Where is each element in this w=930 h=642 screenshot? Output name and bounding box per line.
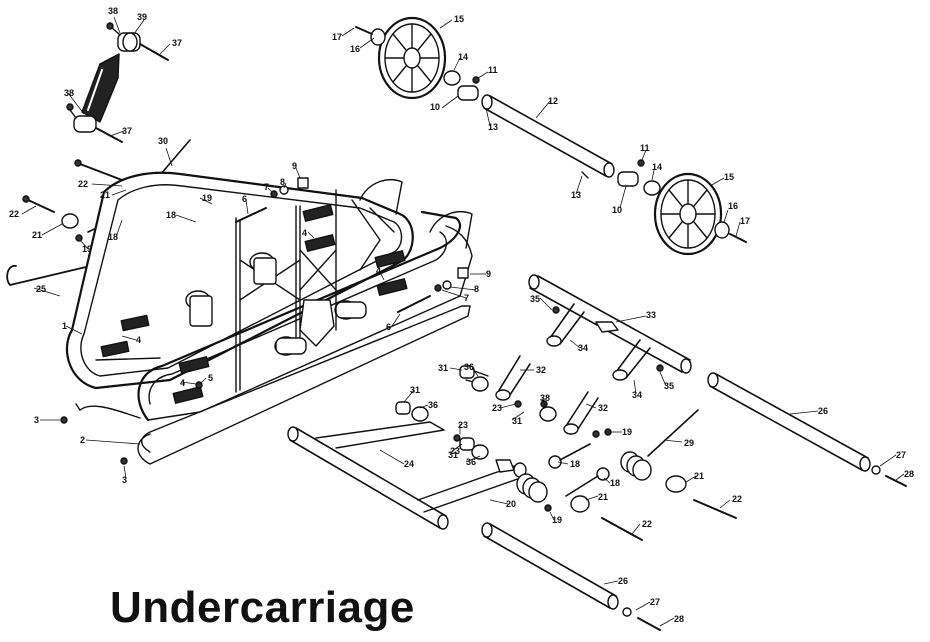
main-frame	[65, 171, 473, 422]
callout-4: 4	[302, 228, 307, 238]
right-spring-group	[516, 409, 737, 541]
callout-27: 27	[896, 450, 906, 460]
callout-22: 22	[9, 209, 19, 219]
callout-23: 23	[450, 446, 460, 456]
callout-16: 16	[728, 201, 738, 211]
front-arm	[287, 355, 599, 530]
callout-4: 4	[180, 378, 185, 388]
callout-28: 28	[904, 469, 914, 479]
callout-19: 19	[622, 427, 632, 437]
rear-shafts	[481, 372, 907, 631]
callout-4: 4	[376, 266, 381, 276]
callout-6: 6	[242, 194, 247, 204]
callout-5: 5	[208, 373, 213, 383]
callout-32: 32	[536, 365, 546, 375]
callout-19: 19	[82, 244, 92, 254]
callout-28: 28	[674, 614, 684, 624]
callout-6: 6	[386, 322, 391, 332]
callout-34: 34	[632, 390, 642, 400]
callout-labels: 38 39 37 38 37 30 22 21 22 21 19 18 18 1…	[9, 6, 914, 624]
lower-wheel	[653, 172, 747, 256]
callout-9: 9	[292, 161, 297, 171]
callout-18: 18	[166, 210, 176, 220]
callout-27: 27	[650, 597, 660, 607]
callout-14: 14	[458, 52, 468, 62]
callout-31: 31	[438, 363, 448, 373]
callout-39: 39	[137, 12, 147, 22]
callout-25: 25	[36, 284, 46, 294]
callout-2: 2	[80, 435, 85, 445]
callout-13: 13	[488, 122, 498, 132]
callout-38: 38	[108, 6, 118, 16]
callout-10: 10	[612, 205, 622, 215]
callout-22: 22	[78, 179, 88, 189]
callout-32: 32	[598, 403, 608, 413]
callout-26: 26	[618, 576, 628, 586]
callout-19: 19	[202, 193, 212, 203]
callout-10: 10	[430, 102, 440, 112]
slide-rails	[60, 305, 471, 465]
callout-23: 23	[492, 403, 502, 413]
page-title: Undercarriage	[110, 583, 415, 632]
wheel-axle	[481, 94, 661, 196]
callout-38: 38	[64, 88, 74, 98]
callout-16: 16	[350, 44, 360, 54]
callout-19: 19	[552, 515, 562, 525]
callout-33: 33	[646, 310, 656, 320]
callout-8: 8	[280, 177, 285, 187]
callout-22: 22	[732, 494, 742, 504]
callout-22: 22	[642, 519, 652, 529]
upper-wheel	[355, 16, 480, 101]
callout-18: 18	[570, 459, 580, 469]
callout-8: 8	[474, 284, 479, 294]
callout-23: 23	[458, 420, 468, 430]
callout-36: 36	[466, 457, 476, 467]
callout-26: 26	[818, 406, 828, 416]
callout-36: 36	[464, 362, 474, 372]
callout-17: 17	[740, 216, 750, 226]
callout-21: 21	[32, 230, 42, 240]
callout-24: 24	[404, 459, 414, 469]
callout-29: 29	[684, 438, 694, 448]
callout-4: 4	[136, 335, 141, 345]
callout-17: 17	[332, 32, 342, 42]
callout-31: 31	[512, 416, 522, 426]
callout-37: 37	[122, 126, 132, 136]
callout-15: 15	[724, 172, 734, 182]
callout-12: 12	[548, 96, 558, 106]
callout-38: 38	[540, 393, 550, 403]
callout-15: 15	[454, 14, 464, 24]
callout-30: 30	[158, 136, 168, 146]
callout-36: 36	[428, 400, 438, 410]
callout-20: 20	[506, 499, 516, 509]
callout-35: 35	[664, 381, 674, 391]
callout-31: 31	[448, 450, 458, 460]
callout-11: 11	[488, 65, 498, 75]
callout-21: 21	[598, 492, 608, 502]
callout-35: 35	[530, 294, 540, 304]
callout-7: 7	[264, 182, 269, 192]
callout-7: 7	[464, 293, 469, 303]
callout-21: 21	[100, 190, 110, 200]
callout-13: 13	[571, 190, 581, 200]
callout-3: 3	[122, 475, 127, 485]
leader-lines	[21, 16, 905, 627]
rear-arm	[528, 274, 692, 381]
callout-14: 14	[652, 162, 662, 172]
callout-18: 18	[108, 232, 118, 242]
callout-31: 31	[410, 385, 420, 395]
callout-9: 9	[486, 269, 491, 279]
callout-21: 21	[694, 471, 704, 481]
callout-1: 1	[62, 321, 67, 331]
callout-18: 18	[610, 478, 620, 488]
callout-34: 34	[578, 343, 588, 353]
shock-absorber	[66, 22, 169, 143]
callout-3: 3	[34, 415, 39, 425]
callout-11: 11	[640, 143, 650, 153]
callout-37: 37	[172, 38, 182, 48]
